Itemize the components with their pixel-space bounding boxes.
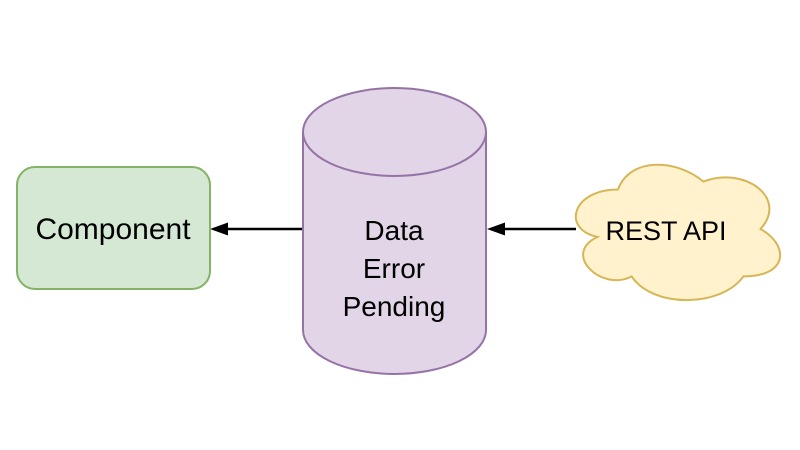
cylinder-label-line-3: Pending — [343, 291, 446, 322]
cylinder-label-line-2: Error — [363, 253, 425, 284]
cloud-label: REST API — [605, 216, 726, 246]
rest-api-cloud: REST API — [574, 163, 782, 301]
arrowhead-left-icon — [487, 222, 505, 236]
arrow-cylinder-to-component — [210, 222, 302, 236]
component-label: Component — [35, 213, 191, 246]
cylinder-top-rim — [302, 131, 487, 177]
database-cylinder: Data Error Pending — [302, 87, 487, 375]
arrow-cloud-to-cylinder — [487, 222, 576, 236]
cylinder-label-line-1: Data — [364, 215, 424, 246]
component-box-shape — [16, 166, 211, 290]
cylinder-body-shape — [302, 87, 487, 375]
component-box: Component — [16, 166, 211, 290]
cloud-shape — [574, 163, 782, 301]
arrowhead-left-icon — [210, 222, 228, 236]
